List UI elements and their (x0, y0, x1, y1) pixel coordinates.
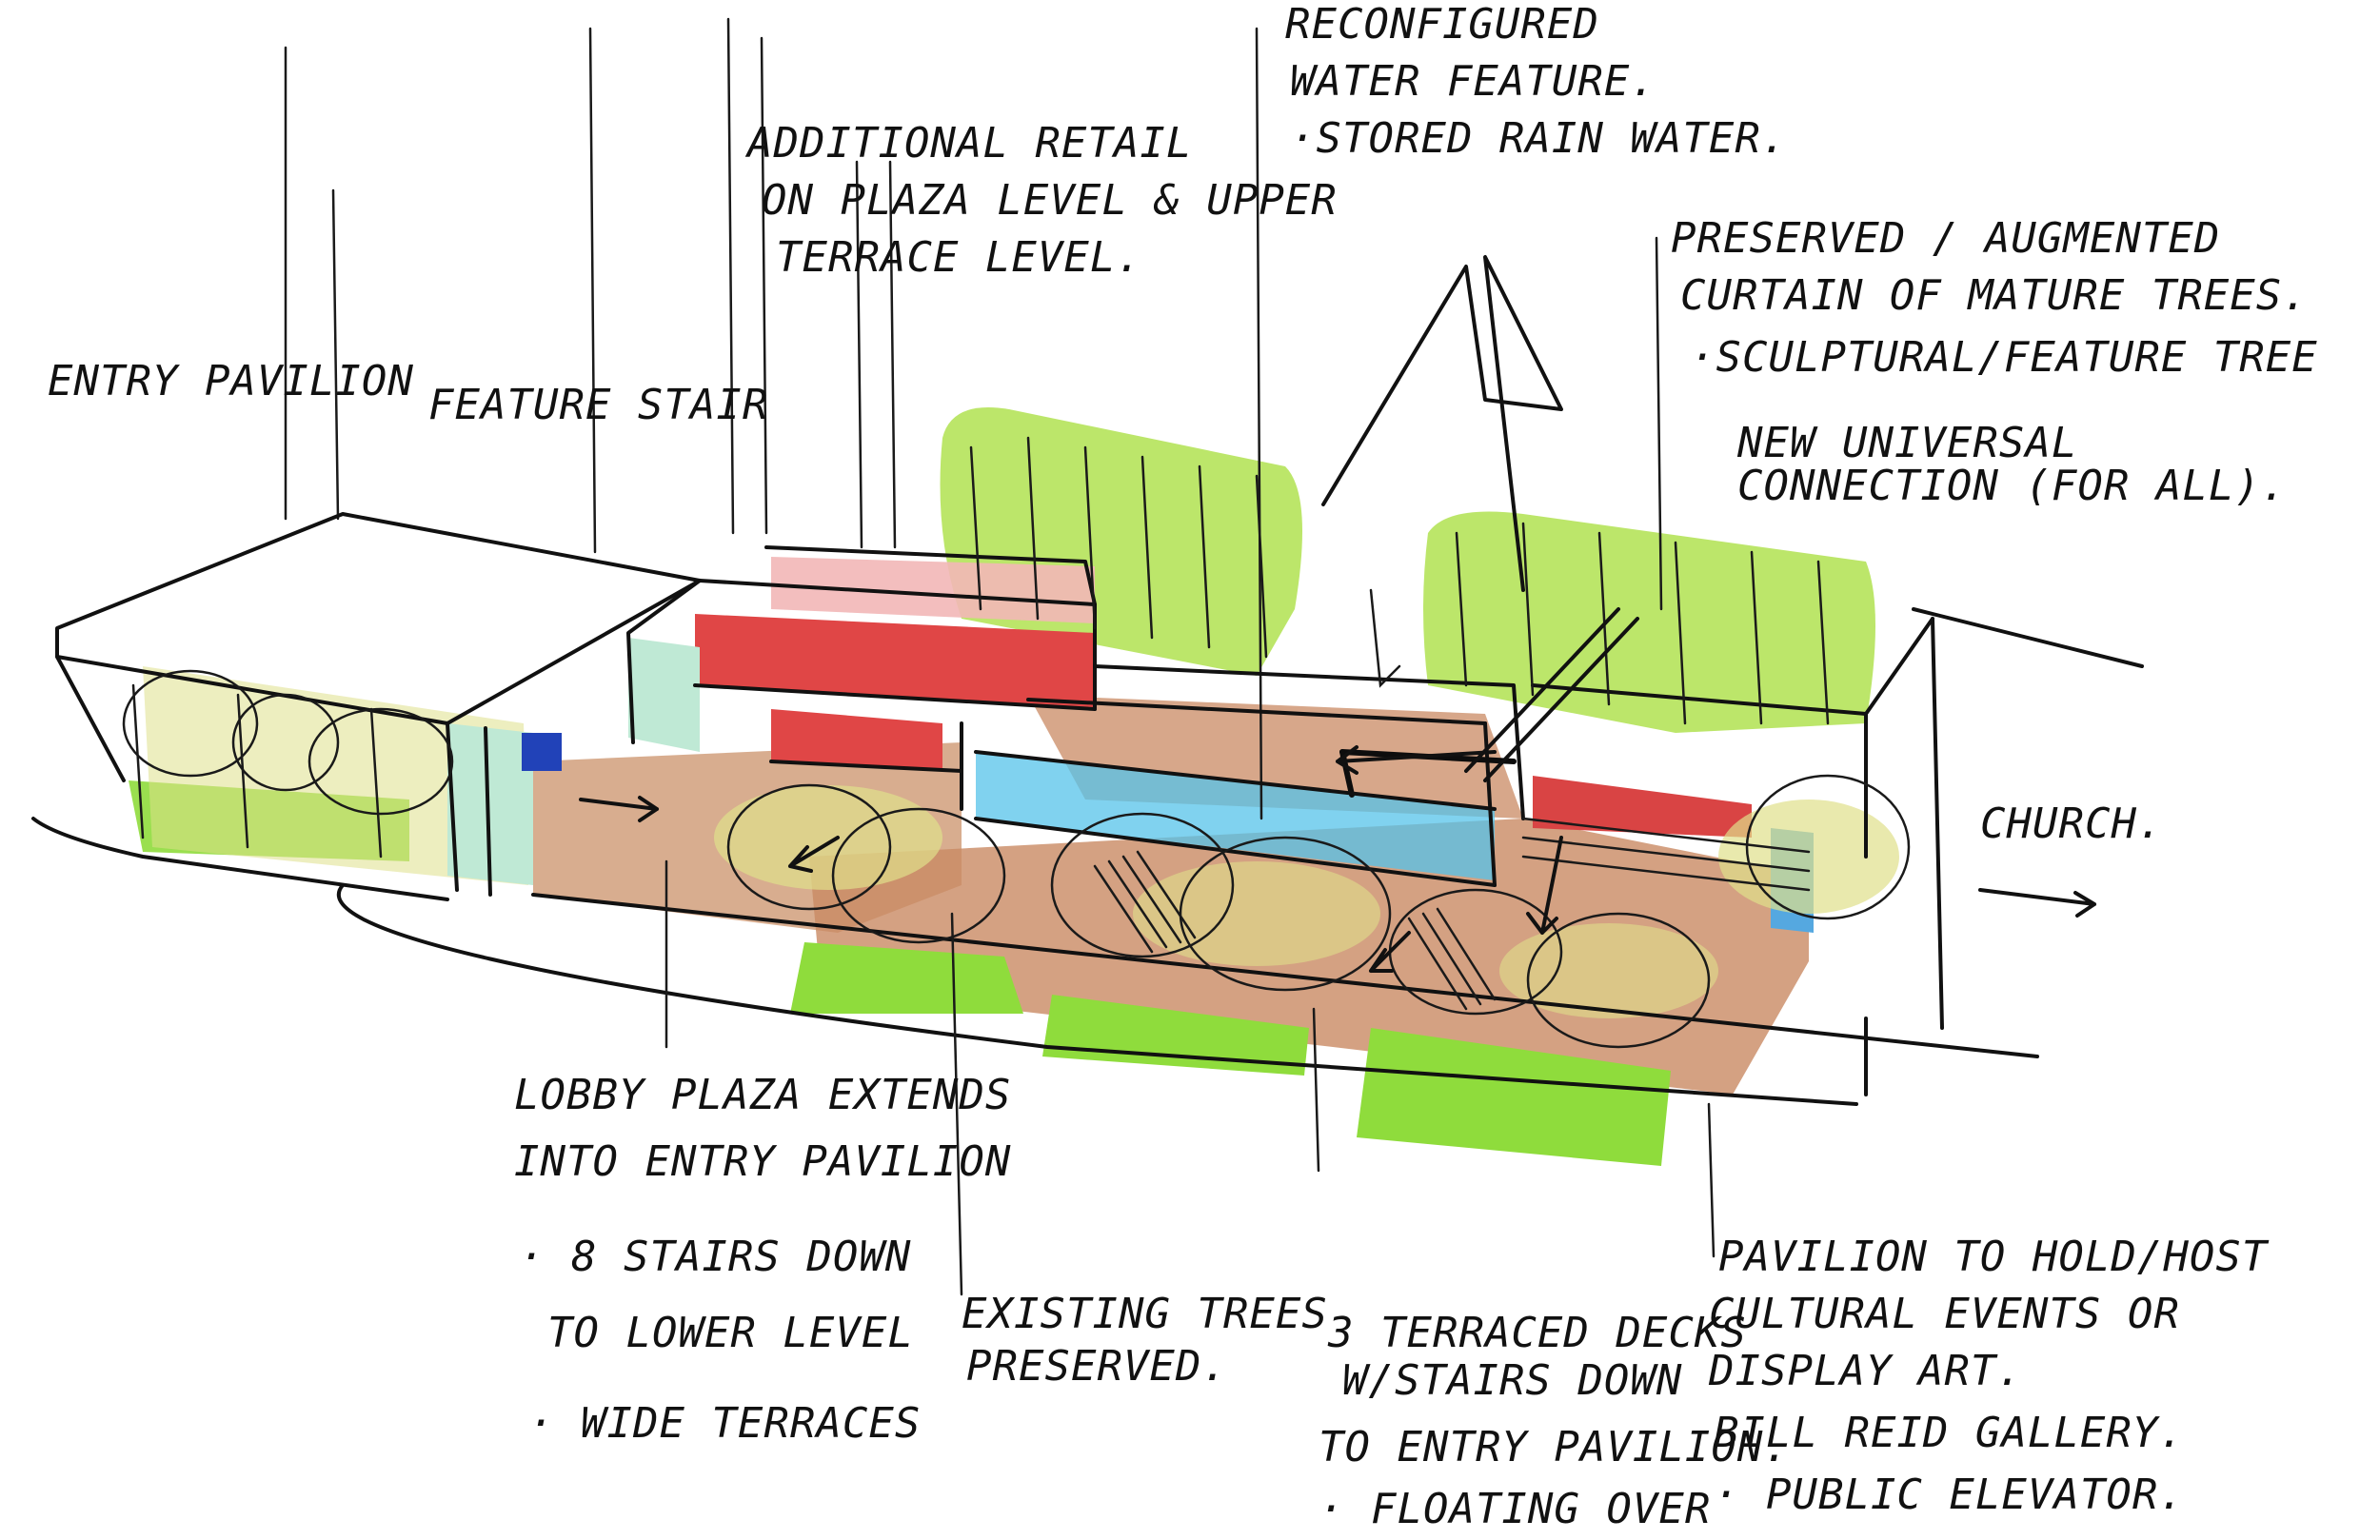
label-pavilion-line-3: DISPLAY ART. (1708, 1347, 2023, 1395)
label-connection-line-2: CONNECTION (FOR ALL). (1737, 462, 2287, 510)
tree-curtain-right (1423, 511, 1875, 733)
label-lobby-line-3: · 8 STAIRS DOWN (519, 1233, 911, 1281)
label-church: CHURCH. (1980, 800, 2163, 848)
label-connection-line-1: NEW UNIVERSAL (1736, 419, 2077, 467)
water-feature (976, 752, 1495, 880)
lawn-2 (1042, 995, 1309, 1076)
label-pavilion-line-4: BILL REID GALLERY. (1714, 1409, 2185, 1457)
pavilion-red (1533, 776, 1752, 838)
label-decks-line-2: W/STAIRS DOWN (1342, 1356, 1682, 1405)
label-trees-line-3: ·SCULPTURAL/FEATURE TREE (1690, 333, 2318, 382)
label-water-line-3: ·STORED RAIN WATER. (1290, 114, 1787, 163)
label-pavilion-line-2: CULTURAL EVENTS OR (1709, 1290, 2180, 1338)
retail-red-upper (695, 614, 1095, 709)
lawn-3 (1357, 1028, 1671, 1166)
label-water-line-2: WATER FEATURE. (1290, 57, 1656, 106)
label-lobby-line-5: · WIDE TERRACES (528, 1399, 921, 1448)
stair-glass (628, 638, 700, 752)
canopy-wash-3 (1499, 923, 1718, 1018)
label-feature-stair: FEATURE STAIR (428, 381, 768, 429)
marker-washes (129, 407, 1899, 1166)
label-trees-line-1: PRESERVED / AUGMENTED (1671, 214, 2220, 263)
label-lobby-line-2: INTO ENTRY PAVILION (514, 1137, 1011, 1186)
label-retail-line-1: ADDITIONAL RETAIL (744, 119, 1192, 168)
label-retail-line-3: TERRACE LEVEL. (776, 233, 1142, 282)
label-existing-line-1: EXISTING TREES (962, 1290, 1328, 1338)
label-retail-line-2: ON PLAZA LEVEL & UPPER (762, 176, 1338, 225)
label-trees-line-2: CURTAIN OF MATURE TREES. (1680, 271, 2309, 320)
label-entry-pavilion: ENTRY PAVILION (48, 357, 414, 405)
canopy-wash-2 (1133, 861, 1380, 966)
leader-lines (664, 859, 1716, 1296)
annotations: ENTRY PAVILION FEATURE STAIR ADDITIONAL … (48, 0, 2318, 1533)
canopy-wash-1 (714, 785, 942, 890)
retail-pink (771, 557, 1095, 623)
entry-door-blue (522, 733, 562, 771)
lawn-1 (790, 942, 1023, 1014)
label-pavilion-line-1: PAVILION TO HOLD/HOST (1718, 1233, 2270, 1281)
label-lobby-line-4: TO LOWER LEVEL (547, 1309, 914, 1357)
label-lobby-line-1: LOBBY PLAZA EXTENDS (514, 1071, 1011, 1119)
canopy-wash-4 (1718, 800, 1899, 914)
ink-linework (31, 17, 2144, 1106)
label-decks-line-3: TO ENTRY PAVILION. (1319, 1423, 1790, 1471)
label-water-line-1: RECONFIGURED (1285, 0, 1599, 49)
entry-glass-mint (447, 723, 533, 885)
retail-red-lower (771, 709, 942, 771)
label-existing-line-2: PRESERVED. (966, 1342, 1228, 1391)
label-decks-line-1: 3 TERRACED DECKS (1327, 1309, 1747, 1357)
label-decks-line-4: · FLOATING OVER (1319, 1485, 1711, 1533)
label-pavilion-line-5: · PUBLIC ELEVATOR. (1714, 1471, 2185, 1519)
